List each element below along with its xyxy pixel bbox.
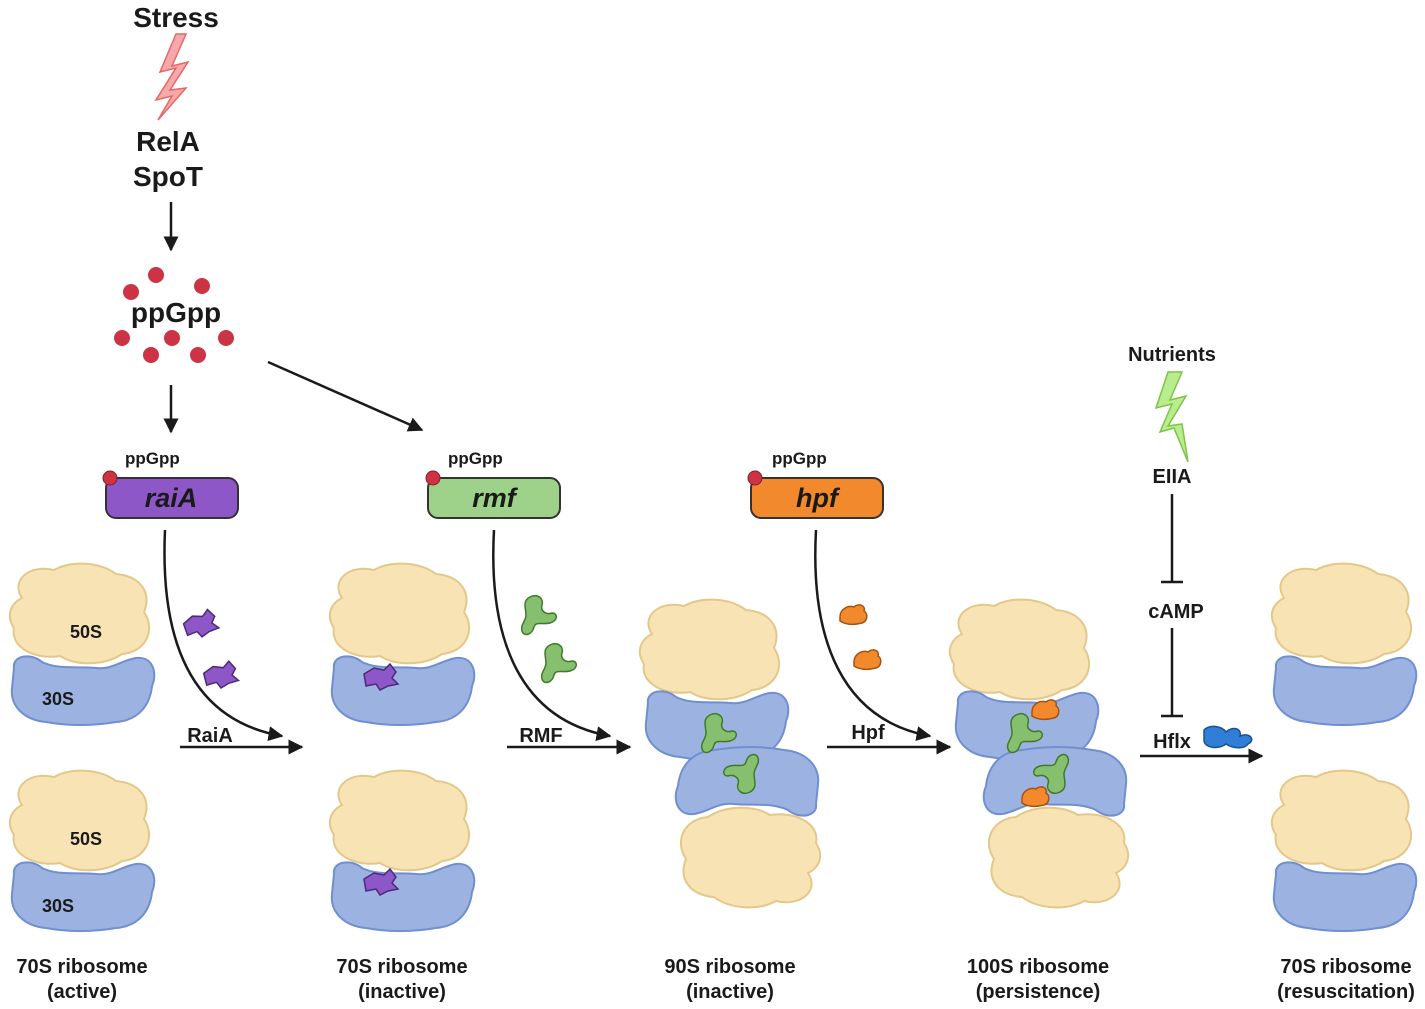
stage-5-state: (resuscitation) (1277, 981, 1415, 1003)
raia-protein-icon (202, 659, 240, 691)
rmf-protein-icon (520, 594, 558, 636)
hpf-protein-icon (853, 649, 882, 671)
subunit-50s-label: 50S (70, 829, 102, 849)
subunit-50s-label: 50S (70, 622, 102, 642)
rmf-ppgpp-dot (425, 470, 441, 486)
ribosome-70s-active-top: 50S 30S (8, 562, 156, 726)
ribosome-70s-resuscitated-top (1270, 562, 1418, 726)
subunit-30s-label: 30S (42, 689, 74, 709)
rmf-transition-label: RMF (519, 725, 562, 747)
rmf-protein-icon (540, 642, 578, 684)
hflx-protein-icon (1203, 725, 1253, 749)
raia-protein-icon (181, 607, 221, 641)
hpf-ppgpp-dot (747, 470, 763, 486)
nutrients-label: Nutrients (1128, 344, 1216, 366)
raia-gene-label: raiA (145, 483, 198, 513)
hpf-protein-icon (839, 604, 868, 626)
arrow-to-rmf (267, 360, 424, 432)
ribosome-100s-dimer (948, 598, 1130, 909)
stage-4-state: (persistence) (976, 981, 1101, 1003)
ribosome-70s-inactive-top (328, 562, 476, 726)
raia-curve-arrow (163, 529, 284, 742)
stage-5-name: 70S ribosome (1280, 956, 1411, 978)
stage-2-name: 70S ribosome (336, 956, 467, 978)
ribosome-70s-inactive-bottom (328, 769, 476, 932)
ppgpp-cluster (114, 267, 234, 363)
eiia-label: EIIA (1153, 466, 1192, 488)
raia-transition-label: RaiA (187, 725, 233, 747)
ppgpp-label: ppGpp (131, 297, 221, 328)
rmf-ppgpp-label: ppGpp (448, 449, 503, 468)
raia-gene-box (105, 477, 239, 519)
spot-label: SpoT (133, 161, 203, 192)
raia-ppgpp-dot (102, 470, 118, 486)
stage-3-name: 90S ribosome (664, 956, 795, 978)
stage-2-state: (inactive) (358, 981, 446, 1003)
nutrient-bolt-icon (1154, 371, 1189, 463)
rmf-gene-label: rmf (472, 483, 519, 513)
hpf-transition-label: Hpf (851, 722, 885, 744)
rela-label: RelA (136, 126, 200, 157)
hpf-curve-arrow (814, 529, 932, 741)
hpf-gene-box (750, 477, 884, 519)
ribosome-70s-active-bottom: 50S 30S (8, 769, 156, 932)
ribosome-70s-resuscitated-bottom (1270, 769, 1418, 932)
hpf-ppgpp-label: ppGpp (772, 449, 827, 468)
rmf-gene-box (427, 477, 561, 519)
stage-3-state: (inactive) (686, 981, 774, 1003)
stress-bolt-icon (154, 33, 190, 121)
rmf-curve-arrow (492, 529, 612, 742)
stress-label: Stress (133, 2, 219, 33)
stage-4-name: 100S ribosome (967, 956, 1109, 978)
hflx-transition-label: Hflx (1153, 731, 1191, 753)
stage-1-state: (active) (47, 981, 117, 1003)
raia-ppgpp-label: ppGpp (125, 449, 180, 468)
camp-label: cAMP (1148, 601, 1204, 623)
hpf-gene-label: hpf (796, 483, 841, 513)
subunit-30s-label: 30S (42, 896, 74, 916)
ribosome-90s-dimer (638, 598, 822, 909)
stage-1-name: 70S ribosome (16, 956, 147, 978)
